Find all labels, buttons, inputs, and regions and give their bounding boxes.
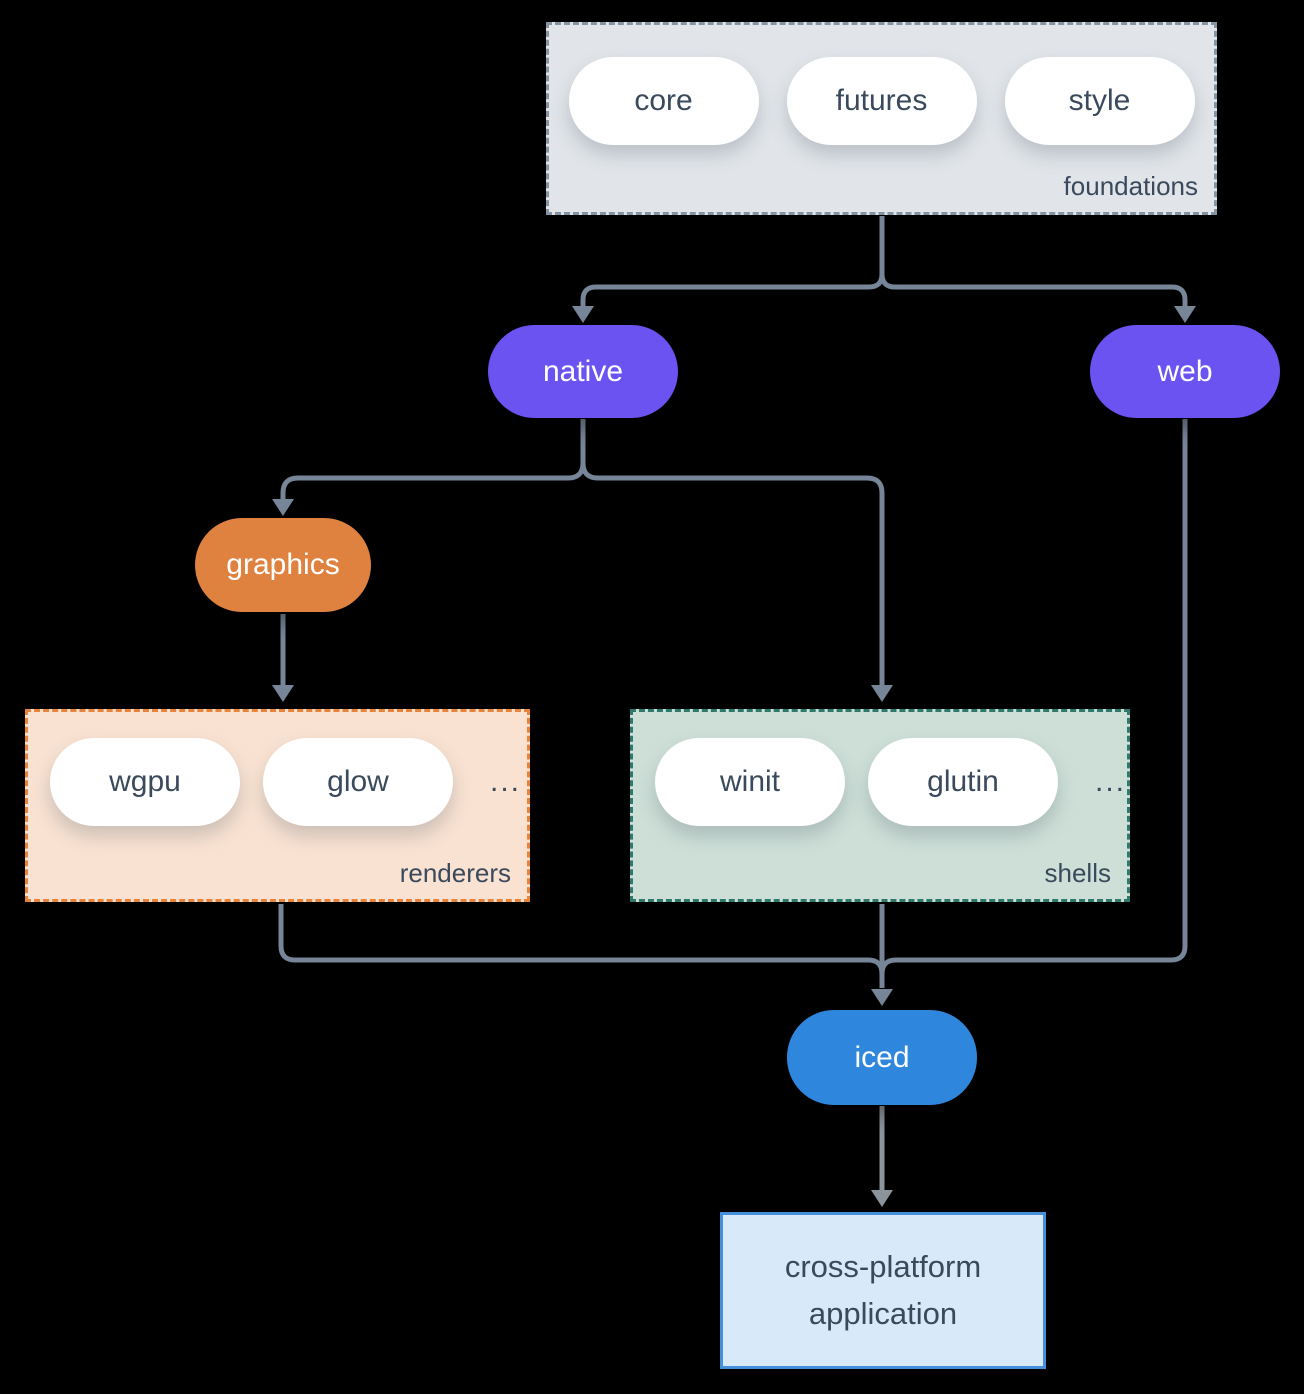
arrowhead-iced (871, 989, 893, 1006)
node-wgpu: wgpu (50, 738, 240, 826)
node-winit: winit (655, 738, 845, 826)
node-application: cross-platform application (720, 1212, 1046, 1369)
shells-label: shells (1044, 858, 1111, 888)
node-graphics: graphics (195, 518, 371, 612)
arrowhead-graphics (272, 499, 294, 516)
node-futures: futures (786, 57, 977, 145)
arrowhead-web (1174, 306, 1196, 323)
node-glow: glow (263, 738, 453, 826)
edge-native-to-graphics (280, 462, 586, 500)
arrowhead-application (871, 1190, 893, 1207)
node-web: web (1090, 325, 1280, 418)
foundations-label: foundations (1063, 171, 1198, 201)
renderers-label: renderers (399, 858, 511, 888)
edge-foundations-to-web (879, 273, 1188, 307)
edge-foundations-to-native (580, 273, 885, 307)
renderers-pill-row: wgpu glow ... (28, 712, 527, 826)
application-label: cross-platform application (784, 1249, 982, 1331)
node-glutin: glutin (868, 738, 1058, 826)
renderers-ellipsis: ... (490, 765, 522, 798)
arrowhead-renderers (272, 685, 294, 702)
renderers-group: wgpu glow ... renderers (25, 709, 530, 902)
arrowhead-shells (871, 685, 893, 702)
foundations-pill-row: core futures style (549, 25, 1214, 145)
edge-native-to-shells (580, 462, 885, 686)
node-core: core (568, 57, 759, 145)
node-native: native (488, 325, 678, 418)
arrowhead-native (572, 306, 594, 323)
shells-ellipsis: ... (1095, 765, 1127, 798)
edge-renderers-to-iced (278, 904, 885, 975)
shells-pill-row: winit glutin ... (633, 712, 1127, 826)
node-style: style (1004, 57, 1195, 145)
foundations-group: core futures style foundations (546, 22, 1217, 215)
shells-group: winit glutin ... shells (630, 709, 1130, 902)
node-iced: iced (787, 1010, 977, 1105)
